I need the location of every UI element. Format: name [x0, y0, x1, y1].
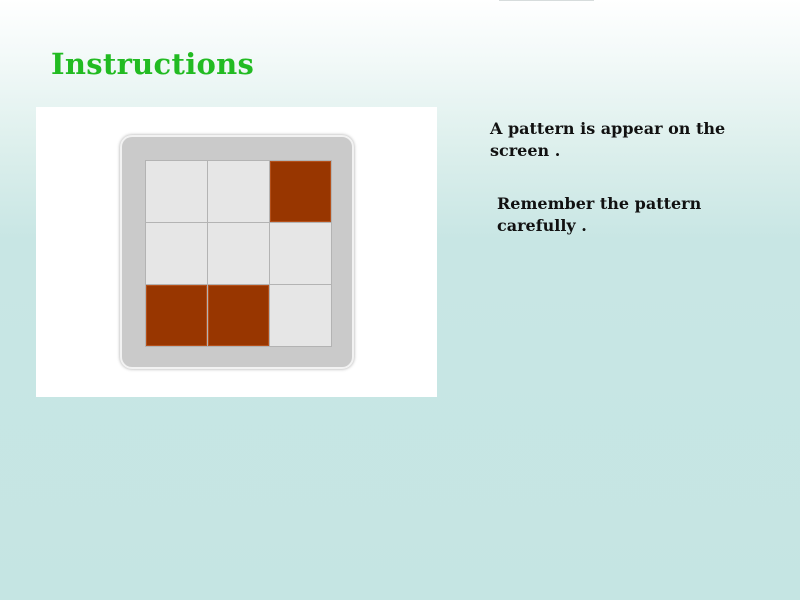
pattern-cell-r3-c1-filled — [146, 285, 207, 346]
pattern-cell-r1-c2-empty — [208, 161, 269, 222]
pattern-cell-r2-c3-empty — [270, 223, 331, 284]
instructions-title: Instructions — [51, 47, 255, 81]
pattern-cell-r3-c3-empty — [270, 285, 331, 346]
pattern-grid — [145, 160, 332, 347]
instruction-text-2: Remember the pattern carefully . — [497, 194, 702, 235]
pattern-cell-r3-c2-filled — [208, 285, 269, 346]
pattern-cell-r2-c2-empty — [208, 223, 269, 284]
pattern-cell-r1-c1-empty — [146, 161, 207, 222]
pattern-cell-r2-c1-empty — [146, 223, 207, 284]
instruction-text-1: A pattern is appear on the screen . — [490, 119, 726, 160]
top-divider — [499, 0, 594, 1]
pattern-illustration-panel — [36, 107, 437, 397]
pattern-board — [120, 135, 354, 369]
pattern-cell-r1-c3-filled — [270, 161, 331, 222]
